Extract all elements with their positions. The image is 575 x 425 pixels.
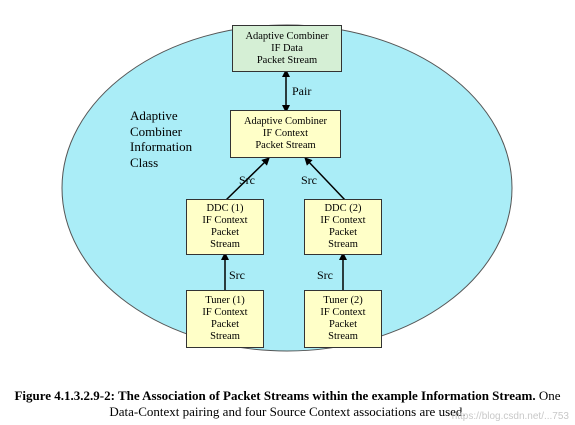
information-class-label: Adaptive Combiner Information Class [130, 108, 192, 170]
class-label-line: Combiner [130, 123, 182, 139]
node-label-line: IF Context [202, 215, 248, 226]
node-label-line: Adaptive Combiner [245, 30, 329, 42]
node-label-line: Stream [210, 331, 240, 342]
node-label-line: Packet [211, 227, 239, 238]
src-connector-ddc2 [304, 157, 346, 201]
node-label-line: Stream [328, 239, 358, 250]
node-tuner2-stream: Tuner (2) IF Context Packet Stream [304, 290, 382, 348]
node-label-line: DDC (1) [206, 203, 244, 214]
watermark: https://blog.csdn.net/...753 [451, 411, 569, 422]
figure-caption: Figure 4.1.3.2.9-2: The Association of P… [0, 388, 575, 420]
src-connector-ddc1 [225, 157, 270, 201]
node-label-line: DDC (2) [324, 203, 362, 214]
class-label-line: Information [130, 139, 193, 154]
edge-label-src-tuner2: Src [317, 268, 333, 282]
node-if-data-stream: Adaptive Combiner IF Data Packet Stream [232, 25, 342, 72]
node-label-line: Adaptive Combiner [243, 116, 328, 127]
node-label-line: Packet [329, 319, 357, 330]
node-if-context-stream: Adaptive Combiner IF Context Packet Stre… [230, 110, 341, 158]
node-label-line: Tuner (1) [205, 295, 245, 306]
class-label-line: Adaptive [130, 108, 178, 123]
node-label-line: Packet [329, 227, 357, 238]
node-label-line: Stream [328, 331, 358, 342]
node-label-line: Packet Stream [256, 54, 318, 66]
node-label-line: IF Context [320, 215, 366, 226]
node-label-line: Stream [210, 239, 240, 250]
node-ddc2-stream: DDC (2) IF Context Packet Stream [304, 199, 382, 255]
class-label-line: Class [130, 154, 159, 170]
edge-label-src-ddc2: Src [301, 173, 317, 187]
node-label-line: IF Context [262, 128, 309, 139]
node-label-line: Tuner (2) [323, 295, 363, 306]
node-label-line: IF Data [271, 42, 303, 54]
edge-label-src-tuner1: Src [229, 268, 245, 282]
node-tuner1-stream: Tuner (1) IF Context Packet Stream [186, 290, 264, 348]
caption-title: Figure 4.1.3.2.9-2: The Association of P… [14, 388, 536, 403]
edge-label-pair: Pair [292, 84, 312, 98]
caption-text: One Data-Context pairing and four Source… [109, 388, 561, 419]
diagram: Adaptive Combiner Information Class Adap… [61, 24, 513, 352]
node-label-line: IF Context [202, 307, 248, 318]
node-label-line: Packet Stream [255, 140, 316, 151]
node-label-line: Packet [211, 319, 239, 330]
edge-label-src-ddc1: Src [239, 173, 255, 187]
node-label-line: IF Context [320, 307, 366, 318]
information-class-ellipse [61, 24, 513, 352]
node-ddc1-stream: DDC (1) IF Context Packet Stream [186, 199, 264, 255]
